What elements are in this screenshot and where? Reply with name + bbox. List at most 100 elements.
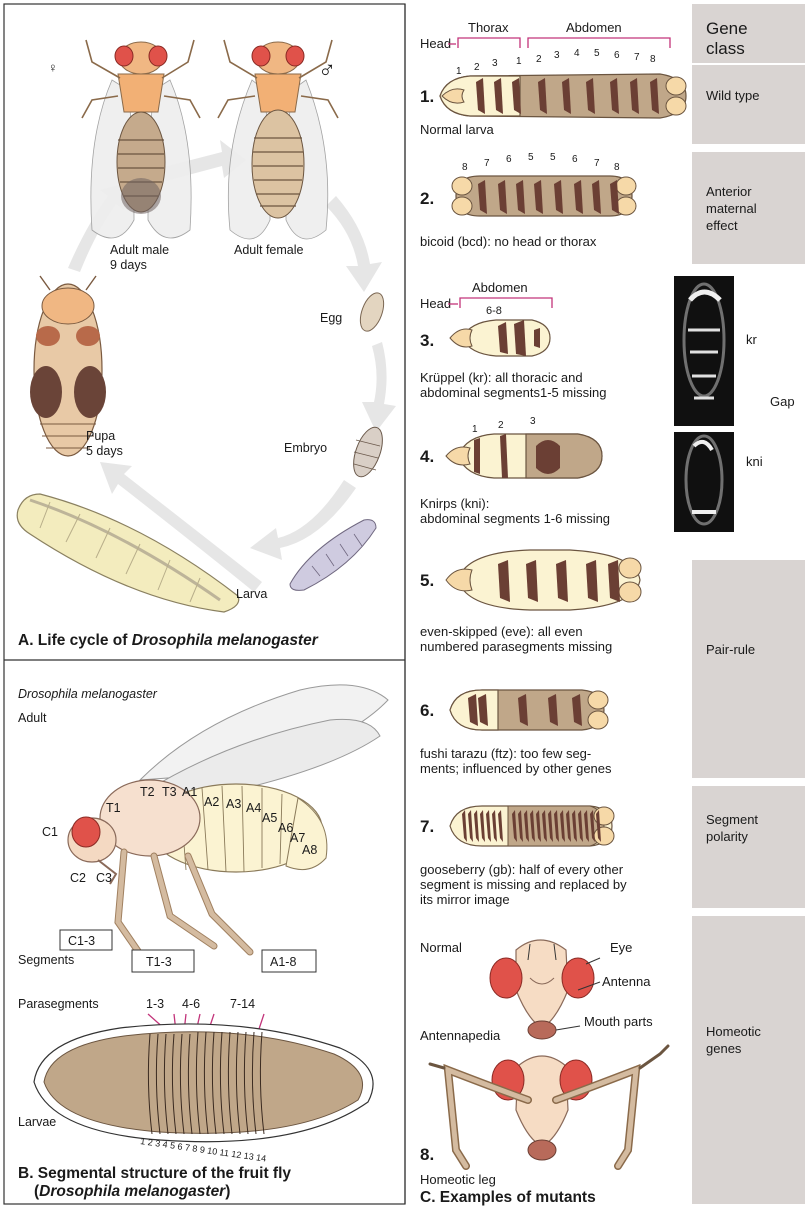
mutant-7-caption-3: its mirror image [420,892,510,907]
wt-num-6: 4 [574,48,580,59]
pupa-label: Pupa [86,429,115,443]
box-t-label: T1-3 [146,955,172,969]
seg-a5: A5 [262,811,277,825]
cycle-arrow-right-upper [326,196,382,292]
mutant-7-number: 7. [420,817,434,836]
mutant-5-caption-2: numbered parasegments missing [420,639,612,654]
larva-large [17,494,239,612]
egg-label: Egg [320,311,342,325]
adult-male-days: 9 days [110,258,147,272]
seg-a2: A2 [204,795,219,809]
panel-a-caption: A. Life cycle of Drosophila melanogaster [18,632,319,649]
gc-segment-1: Segment [706,812,758,827]
thorax-bracket [458,38,520,48]
mutant-8-number: 8. [420,1145,434,1164]
mutant-5-number: 5. [420,571,434,590]
wt-num-2: 3 [492,58,498,69]
gc-pair-rule: Pair-rule [706,642,755,657]
bcd-num-1: 7 [484,158,490,169]
antennapedia-label: Antennapedia [420,1028,501,1043]
wt-num-9: 7 [634,52,640,63]
gap-label: Gap [770,394,795,409]
embryo-label: Embryo [284,441,327,455]
mutant-1-caption: Normal larva [420,122,494,137]
m3-head-label: Head [420,296,451,311]
bcd-num-2: 6 [506,154,512,165]
m4-num-0: 1 [472,424,478,435]
bcd-num-5: 6 [572,154,578,165]
micrograph-kni [674,432,734,532]
gc-anterior-1: Anterior [706,184,752,199]
egg [356,290,388,334]
panel-a-caption-species: Drosophila melanogaster [132,632,319,649]
seg-c3: C3 [96,871,112,885]
mutant-2-number: 2. [420,189,434,208]
box-c-label: C1-3 [68,934,95,948]
m3-range: 6-8 [486,305,502,317]
seg-a8: A8 [302,843,317,857]
micrographs: kr kni Gap [672,274,808,534]
male-symbol: ♂ [318,57,336,84]
m4-num-2: 3 [530,416,536,427]
micro-kni-label: kni [746,454,763,469]
antenna-label: Antenna [602,974,651,989]
knirps-segment-numbers: 1 2 3 [472,416,536,435]
m3-abdomen-label: Abdomen [472,280,528,295]
m3-abdomen-bracket [460,298,552,308]
normal-label: Normal [420,940,462,955]
mutant-6-caption-2: ments; influenced by other genes [420,761,612,776]
abdomen-label: Abdomen [566,20,622,35]
panel-b-caption-species: Drosophila melanogaster [39,1183,226,1200]
ps-label-2: 4-6 [182,997,200,1011]
wt-num-10: 8 [650,54,656,65]
panel-a: ♀ ♂ Adult male 9 days Adult female Egg [17,40,396,649]
ps-label-1: 1-3 [146,997,164,1011]
wt-num-8: 6 [614,50,620,61]
mutant-6-number: 6. [420,701,434,720]
gc-anterior-2: maternal [706,201,757,216]
larva-wild-type [440,74,686,118]
mutant-1-number: 1. [420,87,434,106]
mutant-3-number: 3. [420,331,434,350]
head-label: Head [420,36,451,51]
thorax-label: Thorax [468,20,509,35]
segments-label: Segments [18,953,74,967]
larva-bicoid [452,176,636,216]
m4-num-1: 2 [498,420,504,431]
gc-box-homeotic [692,916,805,1204]
mutant-7-caption-2: segment is missing and replaced by [420,877,627,892]
mutant-4-caption-1: Knirps (kni): [420,496,489,511]
adult-female-label: Adult female [234,243,304,257]
bcd-num-0: 8 [462,162,468,173]
pupa-days: 5 days [86,444,123,458]
mutant-3-caption-2: abdominal segments1-5 missing [420,385,606,400]
larva-knirps [446,434,602,478]
larva-gooseberry [450,806,614,846]
larva-ftz [450,690,608,730]
mutant-6-caption-1: fushi tarazu (ftz): too few seg- [420,746,591,761]
seg-a4: A4 [246,801,261,815]
ps-label-3: 7-14 [230,997,255,1011]
adult-male-label: Adult male [110,243,169,257]
seg-c1: C1 [42,825,58,839]
bcd-num-6: 7 [594,158,600,169]
gc-anterior-3: effect [706,218,738,233]
wt-num-1: 2 [474,62,480,73]
bcd-num-3: 5 [528,152,534,163]
panel-b-species: Drosophila melanogaster [18,687,158,701]
gc-homeotic-1: Homeotic [706,1024,761,1039]
gc-segment-2: polarity [706,829,748,844]
panel-b-caption-line1: B. Segmental structure of the fruit fly [18,1165,291,1182]
wt-num-0: 1 [456,66,462,77]
panel-c: Thorax Abdomen Head 12312345678 1. Norma… [420,20,686,1206]
adult-fly-side [68,685,388,954]
gc-wild-type: Wild type [706,88,759,103]
panel-c-caption: C. Examples of mutants [420,1189,596,1206]
seg-t3: T3 [162,785,177,799]
bcd-num-4: 5 [550,152,556,163]
mouth-parts-label: Mouth parts [584,1014,653,1029]
eye-label: Eye [610,940,632,955]
mutant-4-number: 4. [420,447,434,466]
